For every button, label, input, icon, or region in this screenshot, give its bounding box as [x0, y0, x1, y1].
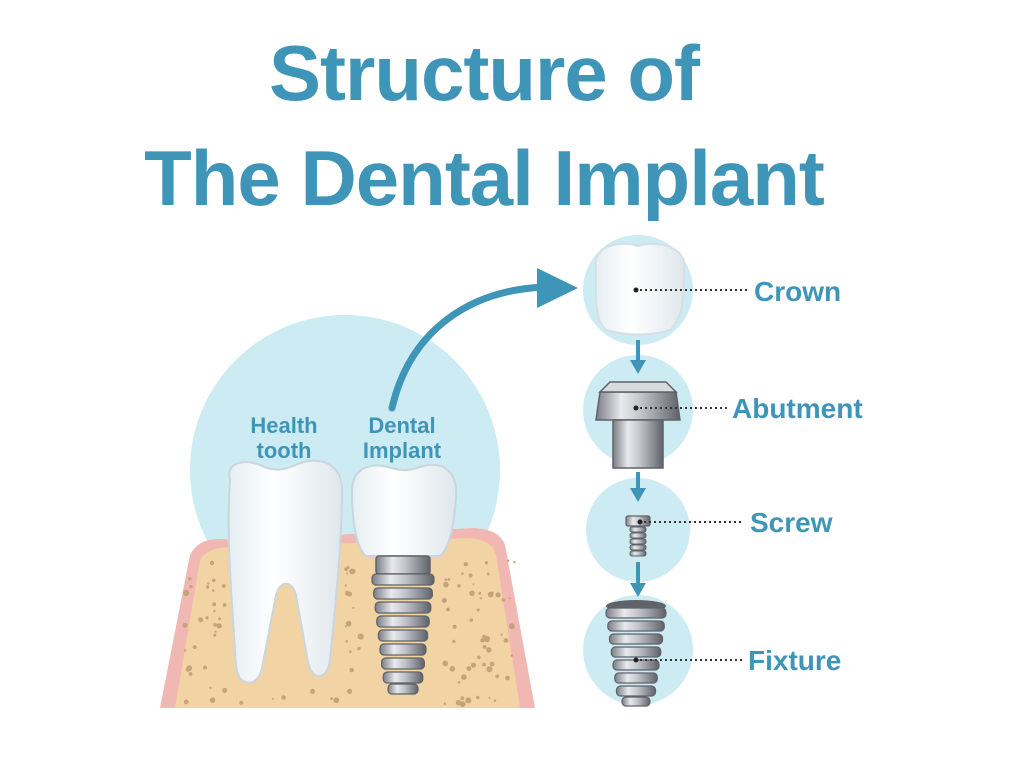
jaw-bone: [160, 528, 535, 708]
health-tooth-label: Health tooth: [250, 413, 317, 463]
fixture-part: Fixture: [583, 595, 841, 706]
title-line-1: Structure of: [269, 29, 701, 117]
crown-part: Crown: [583, 235, 841, 345]
dental-implant-label-line-1: Dental: [368, 413, 435, 438]
health-tooth-label-line-2: tooth: [257, 438, 312, 463]
screw-part: Screw: [586, 478, 833, 582]
fixture-label: Fixture: [748, 645, 841, 676]
abutment-part: Abutment: [583, 355, 863, 468]
implant-crown: [352, 465, 456, 556]
abutment-label: Abutment: [732, 393, 863, 424]
health-tooth-label-line-1: Health: [250, 413, 317, 438]
dental-implant-label: Dental Implant: [363, 413, 442, 463]
screw-label: Screw: [750, 507, 833, 538]
crown-label: Crown: [754, 276, 841, 307]
title-line-2: The Dental Implant: [144, 134, 825, 222]
dental-implant-label-line-2: Implant: [363, 438, 442, 463]
